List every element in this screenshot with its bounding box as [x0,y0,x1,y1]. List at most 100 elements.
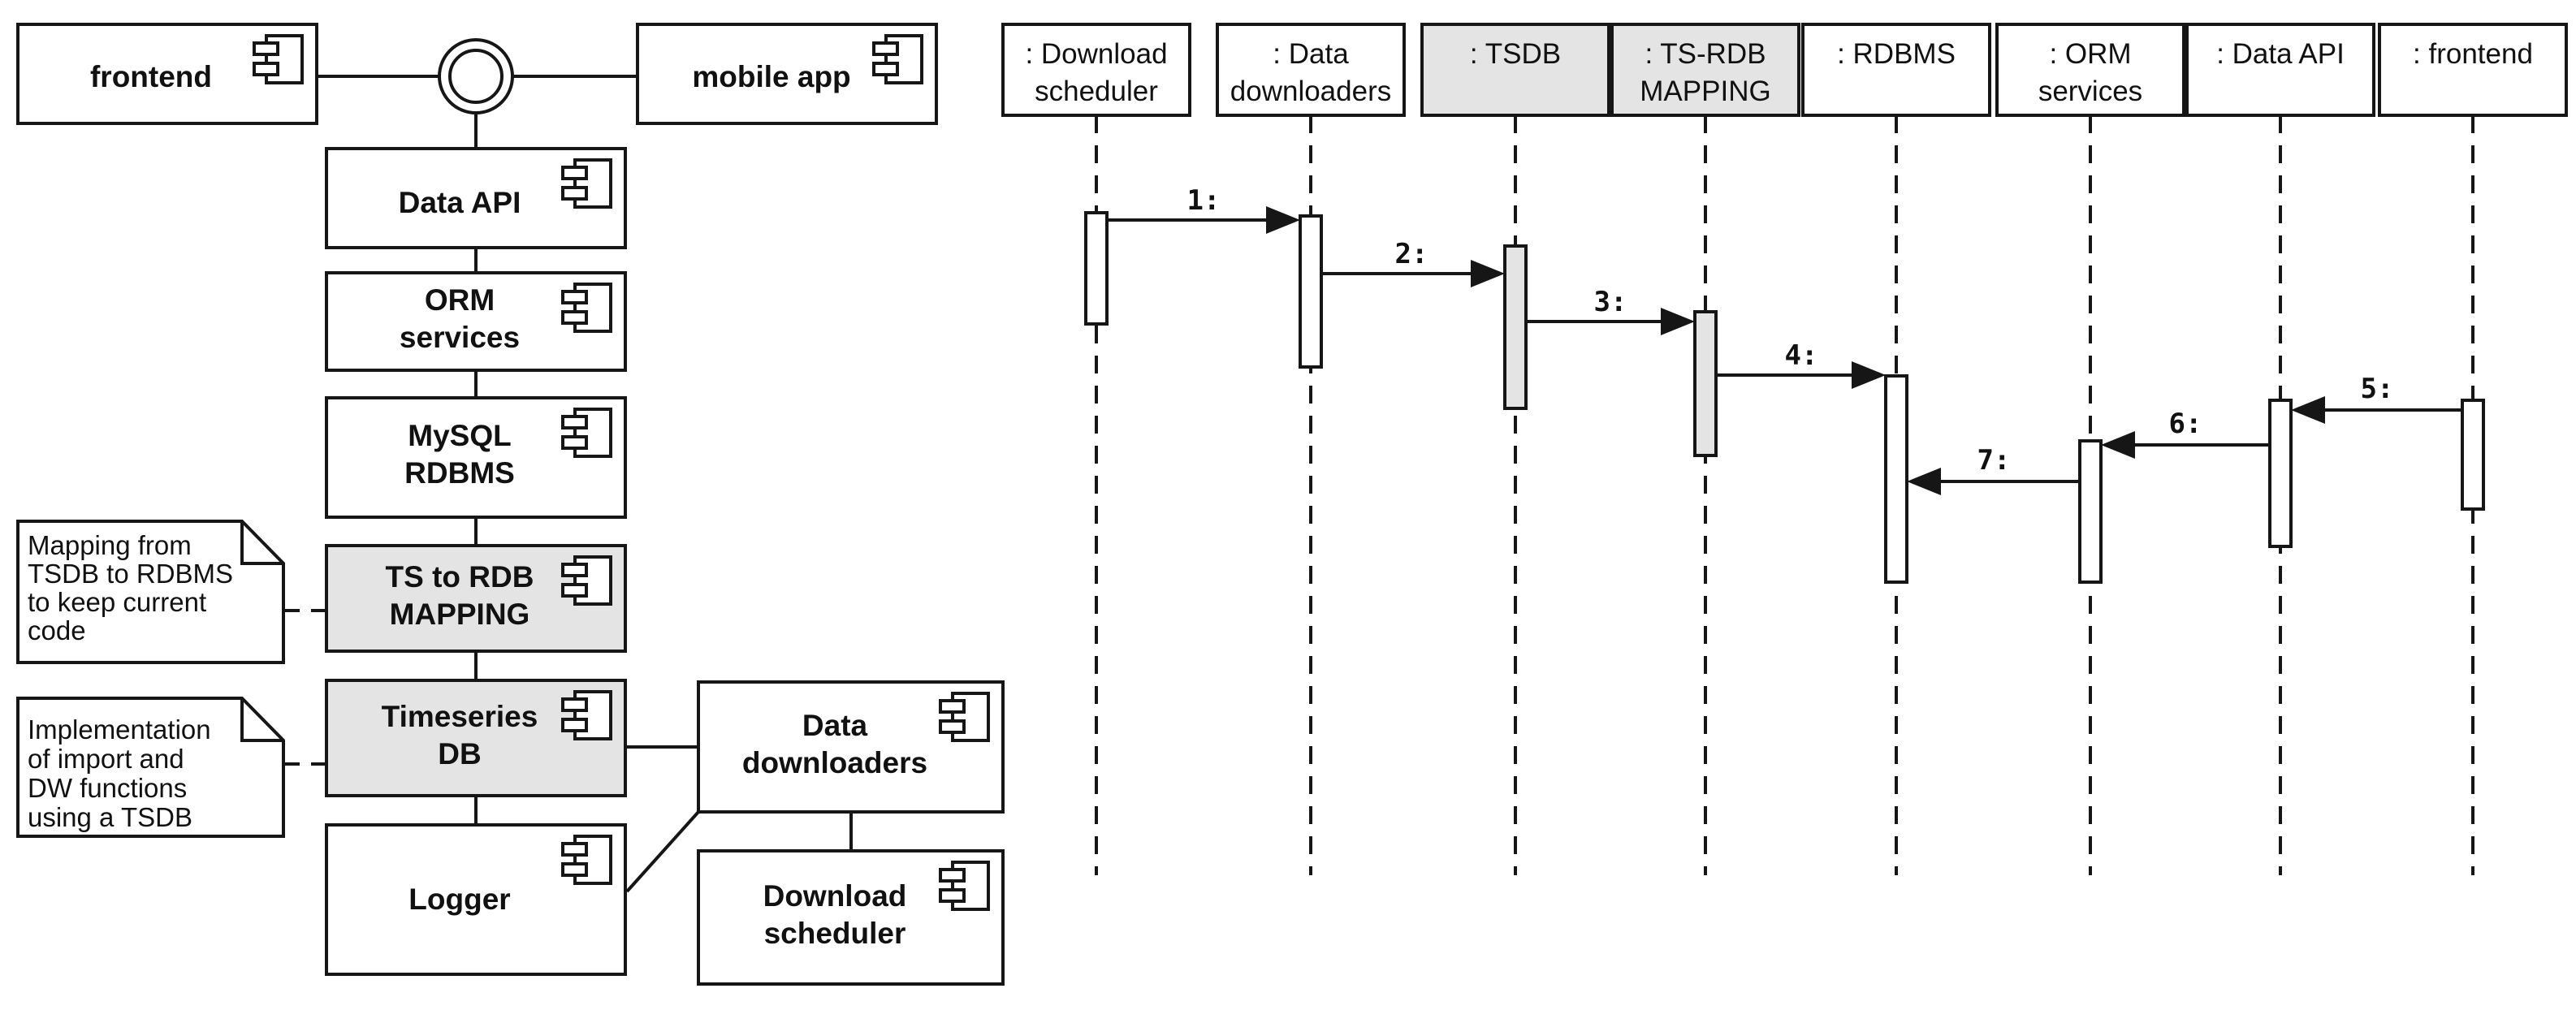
activation-bar [1503,244,1528,410]
arrowhead-right-icon [1266,206,1300,234]
component-ts-to-rdb-mapping: TS to RDB MAPPING [325,544,627,653]
note-mapping-text: code [28,615,86,645]
activation-bar [2078,439,2103,584]
component-timeseries-db-label: DB [438,737,481,770]
lifeline-data-api-label: : Data API [2216,38,2345,70]
message-5: 5: [2291,373,2462,424]
component-mobile-app-label: mobile app [692,60,850,93]
component-logger-label: Logger [408,883,510,916]
component-timeseries-db-label: Timeseries [382,700,538,733]
arrowhead-left-icon [2101,431,2135,459]
activation-bar [2268,399,2293,548]
component-orm-services: ORM services [325,271,627,372]
lifeline-data-api: : Data API [2185,23,2375,875]
message-3: 3: [1526,286,1695,335]
component-timeseries-db: Timeseries DB [325,679,627,797]
lifeline-data-downloaders-label: : Data [1273,38,1349,70]
component-diagram: frontend mobile app Data API ORM service… [16,23,1005,986]
lifeline-rdbms-label: : RDBMS [1837,38,1956,70]
arrowhead-right-icon [1471,260,1505,287]
message-6-label: 6: [2169,408,2202,440]
lifeline-rdbms: : RDBMS [1801,23,1991,875]
lifeline-tsdb-label: : TSDB [1470,38,1561,70]
lifeline-ts-rdb-mapping-label: MAPPING [1640,76,1770,107]
note-implementation-shape [16,697,285,838]
activation-bar [1084,211,1109,326]
component-mysql-rdbms-label: RDBMS [404,456,515,490]
note-mapping-shape [16,520,285,664]
lifeline-frontend-label: : frontend [2413,38,2533,70]
lifeline-tsdb: : TSDB [1420,23,1610,875]
sequence-diagram: : Download scheduler : Data downloaders … [1001,23,2568,875]
component-download-scheduler-label: Download [763,879,907,913]
component-frontend-label: frontend [90,60,212,93]
component-mysql-rdbms: MySQL RDBMS [325,396,627,519]
lifeline-frontend-header [2378,23,2568,117]
activation-bar [1299,214,1323,369]
lifeline-download-scheduler: : Download scheduler [1001,23,1191,875]
message-6: 6: [2101,408,2270,459]
note-mapping-text: Mapping from [28,530,192,560]
note-fold-icon [240,521,283,565]
lifeline-ts-rdb-mapping-header [1610,23,1800,117]
note-mapping: Mapping from TSDB to RDBMS to keep curre… [16,520,285,664]
lifeline-frontend: : frontend [2378,23,2568,875]
component-orm-services-label: ORM [425,283,495,317]
lifeline-data-api-header [2185,23,2375,117]
message-2: 2: [1321,238,1505,287]
activation-bar [1884,374,1908,584]
component-ts-to-rdb-mapping-label: MAPPING [390,598,530,631]
note-implementation-text: using a TSDB [28,802,192,832]
component-frontend: frontend [16,23,318,125]
arrowhead-left-icon [1907,468,1941,495]
arrowhead-left-icon [2291,396,2325,424]
arrowhead-right-icon [1852,361,1886,389]
note-fold-icon [240,698,283,742]
lifeline-orm-services-header [1995,23,2185,117]
component-download-scheduler: Download scheduler [697,849,1005,986]
component-data-api: Data API [325,147,627,249]
message-7-label: 7: [1977,444,2011,477]
message-7: 7: [1907,444,2080,495]
component-data-downloaders-label: Data [802,709,868,742]
lifeline-data-downloaders-header [1216,23,1406,117]
connector-downloaders-logger [625,810,700,893]
component-data-downloaders-label: downloaders [742,746,927,779]
lifeline-ts-rdb-mapping-label: : TS-RDB [1645,38,1766,70]
component-mobile-app: mobile app [636,23,938,125]
component-ts-to-rdb-mapping-label: TS to RDB [386,560,534,593]
lifeline-ts-rdb-mapping: : TS-RDB MAPPING [1610,23,1800,875]
message-2-label: 2: [1395,238,1428,270]
component-data-api-label: Data API [399,186,521,219]
note-mapping-text: to keep current [28,587,206,617]
note-implementation-text: Implementation [28,714,211,745]
lifeline-tsdb-header [1420,23,1610,117]
message-1-label: 1: [1187,184,1221,217]
component-logger: Logger [325,823,627,976]
note-implementation-text: DW functions [28,773,187,803]
message-5-label: 5: [2361,373,2394,405]
message-3-label: 3: [1594,286,1627,318]
interface-inner-circle [448,49,504,104]
note-implementation: Implementation of import and DW function… [16,697,285,838]
activation-bar [1693,310,1718,457]
lifeline-data-downloaders: : Data downloaders [1216,23,1406,875]
arrowhead-right-icon [1661,308,1695,335]
component-mysql-rdbms-label: MySQL [408,419,511,452]
lifeline-orm-services-label: : ORM [2049,38,2131,70]
lifeline-download-scheduler-label: scheduler [1035,76,1158,107]
message-4: 4: [1716,339,1886,389]
note-implementation-text: of import and [28,744,184,774]
note-mapping-text: TSDB to RDBMS [28,559,233,589]
component-download-scheduler-label: scheduler [764,917,906,950]
lifeline-download-scheduler-header [1001,23,1191,117]
lifeline-orm-services: : ORM services [1995,23,2185,875]
lifeline-orm-services-label: services [2038,76,2142,107]
message-4-label: 4: [1785,339,1818,372]
lifeline-download-scheduler-label: : Download [1025,38,1167,70]
component-data-downloaders: Data downloaders [697,680,1005,814]
component-orm-services-label: services [400,321,520,354]
lifeline-data-downloaders-label: downloaders [1230,76,1391,107]
